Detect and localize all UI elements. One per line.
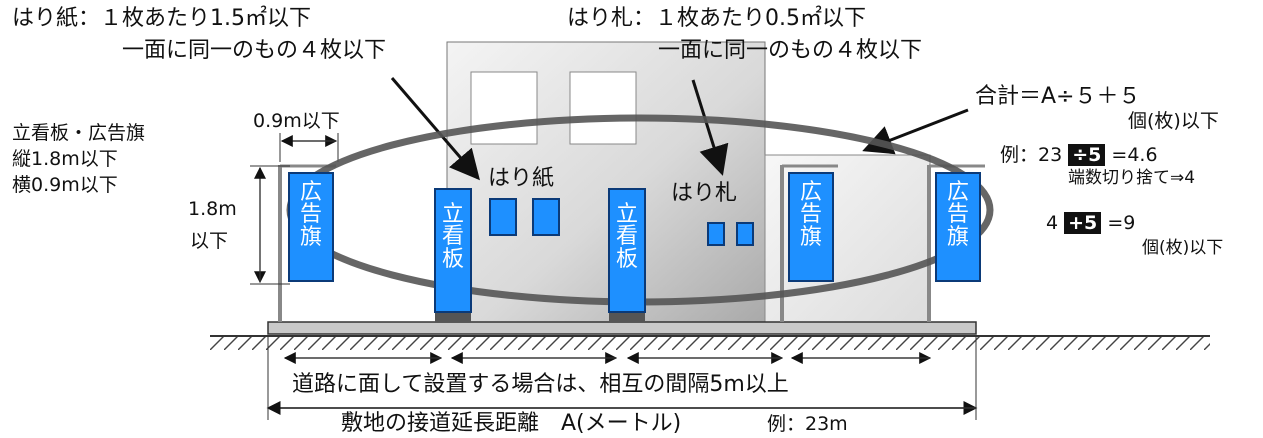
sign-char: 広 bbox=[946, 180, 969, 205]
base-plate bbox=[267, 321, 977, 335]
example1-note: 端数切り捨て⇒4 bbox=[1068, 168, 1196, 188]
tatekanban-sign-right: 立 看 板 bbox=[608, 188, 646, 313]
harigami-title: はり紙：１枚あたり1.5㎡以下 bbox=[12, 6, 311, 31]
example1: 例：23 ÷5 =4.6 bbox=[1000, 144, 1158, 166]
sign-char: 告 bbox=[799, 202, 822, 228]
sign-char: 告 bbox=[946, 202, 969, 228]
spacing-label: 道路に面して設置する場合は、相互の間隔5m以上 bbox=[292, 372, 789, 397]
ground-hatch bbox=[210, 336, 1210, 350]
height-dimension-label-1: 1.8m bbox=[188, 198, 237, 220]
sign-char: 看 bbox=[615, 224, 638, 250]
harigami-label: はり紙 bbox=[488, 166, 555, 191]
width-dimension-label: 0.9m以下 bbox=[253, 110, 340, 132]
tatekanban-left-feet bbox=[435, 312, 471, 322]
harifuda-title: はり札：１枚あたり0.5㎡以下 bbox=[567, 6, 866, 31]
harifuda-pointer-arrow bbox=[691, 79, 729, 176]
tatekanban-label-1: 立看板・広告旗 bbox=[12, 122, 146, 144]
sign-char: 板 bbox=[441, 246, 464, 272]
tatekanban-sign-left: 立 看 板 bbox=[434, 188, 472, 313]
tatekanban-right-feet bbox=[609, 312, 645, 322]
harigami-pointer-arrow bbox=[390, 77, 480, 181]
example2-result: =9 bbox=[1107, 212, 1136, 234]
harifuda-paper-2 bbox=[736, 222, 754, 246]
harifuda-subtitle: 一面に同一のもの４枚以下 bbox=[658, 38, 923, 63]
example2-unit: 個(枚)以下 bbox=[1142, 238, 1224, 258]
example1-prefix: 例：23 bbox=[1000, 144, 1063, 166]
frontage-example: 例：23m bbox=[763, 415, 852, 434]
harigami-paper-1 bbox=[489, 198, 517, 236]
sign-char: 広 bbox=[299, 180, 322, 205]
sign-char: 広 bbox=[799, 180, 822, 205]
sign-char: 看 bbox=[441, 224, 464, 250]
tatekanban-label-2: 縦1.8m以下 bbox=[12, 148, 118, 170]
tatekanban-label-3: 横0.9m以下 bbox=[12, 174, 118, 196]
example2-prefix: 4 bbox=[1046, 212, 1059, 234]
sign-char: 板 bbox=[615, 246, 638, 272]
height-dimension-label-2: 以下 bbox=[190, 230, 229, 252]
koukokuki-sign-mid: 広 告 旗 bbox=[788, 172, 834, 282]
harifuda-paper-1 bbox=[707, 222, 725, 246]
example2: 4 +5 =9 bbox=[1046, 212, 1136, 234]
sign-char: 立 bbox=[615, 202, 638, 227]
total-unit: 個(枚)以下 bbox=[1128, 110, 1219, 132]
total-formula: 合計＝A÷５＋５ bbox=[975, 84, 1141, 109]
building-window-left bbox=[470, 71, 538, 145]
example1-operator: ÷5 bbox=[1068, 144, 1106, 166]
sign-char: 旗 bbox=[299, 224, 322, 250]
koukokuki-sign-left: 広 告 旗 bbox=[288, 172, 334, 282]
example1-result: =4.6 bbox=[1111, 144, 1158, 166]
sign-char: 告 bbox=[299, 202, 322, 228]
example2-operator: +5 bbox=[1064, 212, 1102, 234]
harigami-paper-2 bbox=[532, 198, 560, 236]
sign-char: 旗 bbox=[946, 224, 969, 250]
building-window-right bbox=[569, 71, 637, 145]
frontage-label: 敷地の接道延長距離 A(メートル) bbox=[335, 413, 688, 435]
harifuda-label: はり札 bbox=[671, 181, 738, 206]
sign-char: 旗 bbox=[799, 224, 822, 250]
koukokuki-sign-right: 広 告 旗 bbox=[935, 172, 981, 282]
harigami-subtitle: 一面に同一のもの４枚以下 bbox=[122, 38, 387, 63]
sign-char: 立 bbox=[441, 202, 464, 227]
